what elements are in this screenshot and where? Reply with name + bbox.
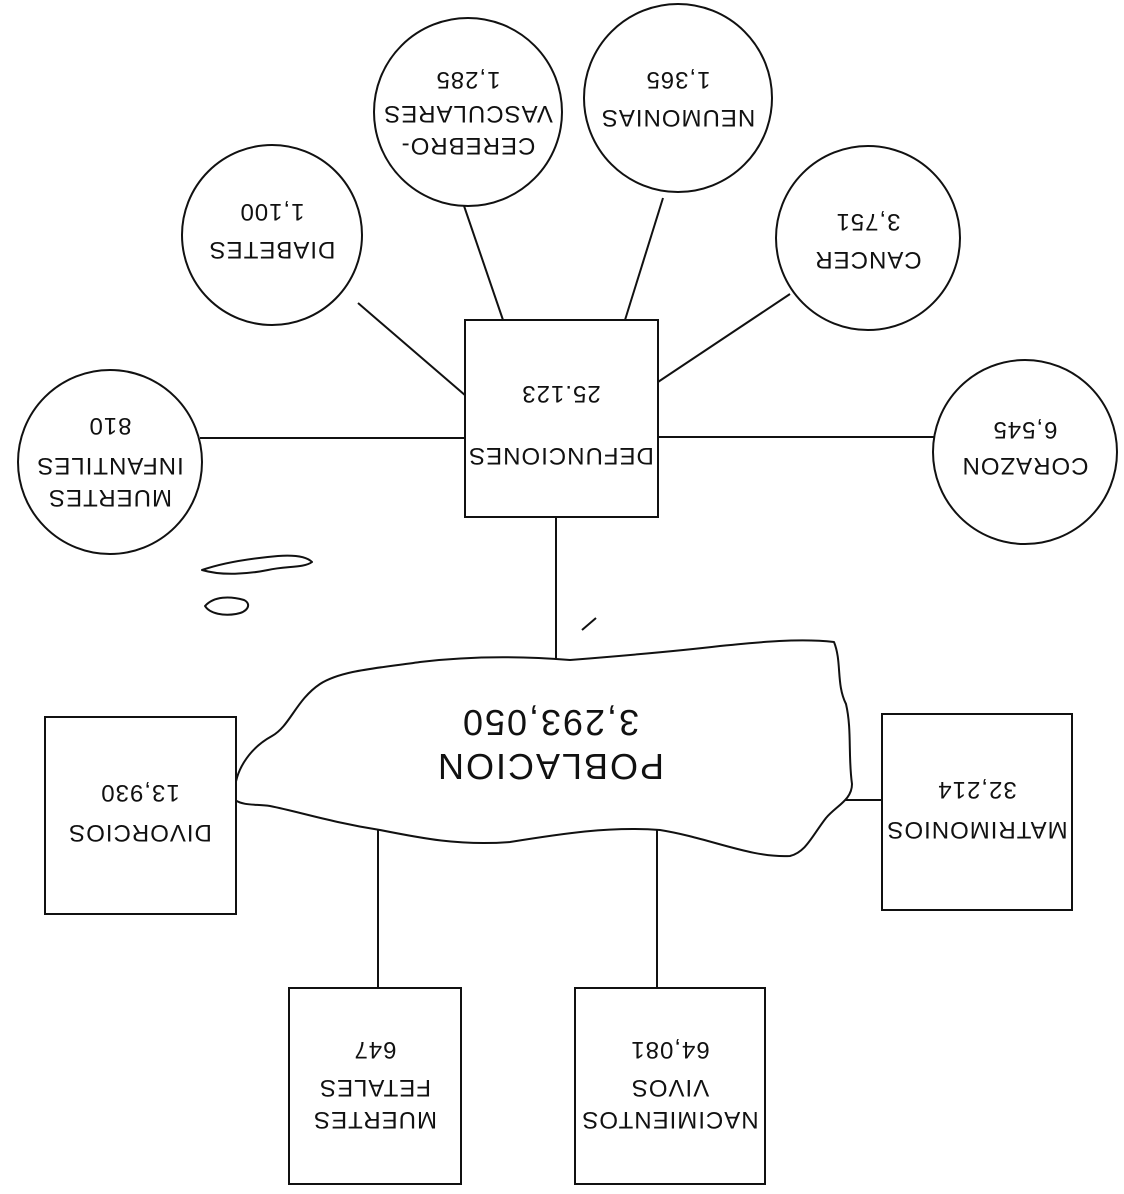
cause-node-infant: MUERTES INFANTILES 810 bbox=[17, 369, 203, 555]
event-label-births-2: VIVOS bbox=[631, 1074, 709, 1101]
small-island-map bbox=[201, 554, 313, 575]
event-label-fetal-2: FETALES bbox=[319, 1074, 431, 1101]
cause-label-cerebrovascular-1: CEREBRO- bbox=[401, 132, 536, 159]
cause-node-cancer: CANCER 3,751 bbox=[775, 145, 961, 331]
connector-cancer bbox=[657, 293, 791, 383]
cause-circle-infant bbox=[17, 369, 203, 555]
cause-circle-neumonias bbox=[583, 3, 773, 193]
event-value-births: 64,081 bbox=[630, 1036, 709, 1063]
cause-value-diabetes: 1,100 bbox=[239, 198, 304, 225]
cause-circle-heart bbox=[932, 359, 1118, 545]
connector-neumonias bbox=[624, 197, 664, 321]
small-islet-mark bbox=[581, 617, 597, 631]
connector-diabetes bbox=[357, 302, 467, 397]
event-label-marriages: MATRIMONIOS bbox=[886, 816, 1067, 843]
event-node-divorces: DIVORCIOS 13,930 bbox=[44, 716, 237, 915]
cause-node-heart: CORAZON 6,545 bbox=[932, 359, 1118, 545]
event-box-fetal bbox=[288, 987, 462, 1185]
tiny-island-map bbox=[204, 596, 250, 616]
cause-value-cancer: 3,751 bbox=[835, 208, 900, 235]
cause-node-diabetes: DIABETES 1,100 bbox=[181, 144, 363, 326]
population-value: 3,293,050 bbox=[461, 702, 639, 743]
island-map bbox=[233, 639, 853, 858]
cause-label-neumonias: NEUMONIAS bbox=[601, 104, 755, 131]
deaths-box bbox=[464, 319, 659, 518]
event-value-marriages: 32,214 bbox=[937, 776, 1016, 803]
cause-label-infant-2: INFANTILES bbox=[36, 452, 183, 479]
cause-circle-diabetes bbox=[181, 144, 363, 326]
cause-circle-cancer bbox=[775, 145, 961, 331]
event-box-marriages bbox=[881, 713, 1073, 911]
event-label-fetal-1: MUERTES bbox=[313, 1106, 437, 1133]
cause-label-infant-1: MUERTES bbox=[48, 484, 172, 511]
connectors bbox=[200, 197, 935, 988]
event-node-marriages: MATRIMONIOS 32,214 bbox=[881, 713, 1073, 911]
cause-label-cancer: CANCER bbox=[814, 246, 921, 273]
cause-value-neumonias: 1,365 bbox=[645, 66, 710, 93]
cause-circle-cerebrovascular bbox=[373, 17, 563, 207]
population-label: POBLACION bbox=[436, 746, 664, 787]
event-label-divorces: DIVORCIOS bbox=[68, 819, 212, 846]
deaths-node: DEFUNCIONES 25.123 bbox=[464, 319, 659, 518]
cause-label-heart: CORAZON bbox=[962, 452, 1089, 479]
event-label-births-1: NACIMIENTOS bbox=[581, 1106, 758, 1133]
cause-label-diabetes: DIABETES bbox=[209, 236, 336, 263]
event-box-divorces bbox=[44, 716, 237, 915]
event-node-births: NACIMIENTOS VIVOS 64,081 bbox=[574, 987, 766, 1185]
deaths-label: DEFUNCIONES bbox=[468, 442, 654, 469]
event-box-births bbox=[574, 987, 766, 1185]
event-node-fetal: MUERTES FETALES 647 bbox=[288, 987, 462, 1185]
cause-value-infant: 810 bbox=[88, 412, 131, 439]
population-node: POBLACION 3,293,050 bbox=[436, 702, 664, 787]
event-value-fetal: 647 bbox=[353, 1036, 396, 1063]
cause-node-cerebrovascular: CEREBRO- VASCULARES 1,285 bbox=[373, 17, 563, 207]
connector-cerebrovascular bbox=[461, 199, 504, 321]
event-value-divorces: 13,930 bbox=[100, 779, 179, 806]
cause-value-heart: 6,545 bbox=[992, 416, 1057, 443]
deaths-value: 25.123 bbox=[521, 380, 600, 407]
cause-node-neumonias: NEUMONIAS 1,365 bbox=[583, 3, 773, 193]
cause-label-cerebrovascular-2: VASCULARES bbox=[383, 100, 553, 127]
cause-value-cerebrovascular: 1,285 bbox=[435, 66, 500, 93]
